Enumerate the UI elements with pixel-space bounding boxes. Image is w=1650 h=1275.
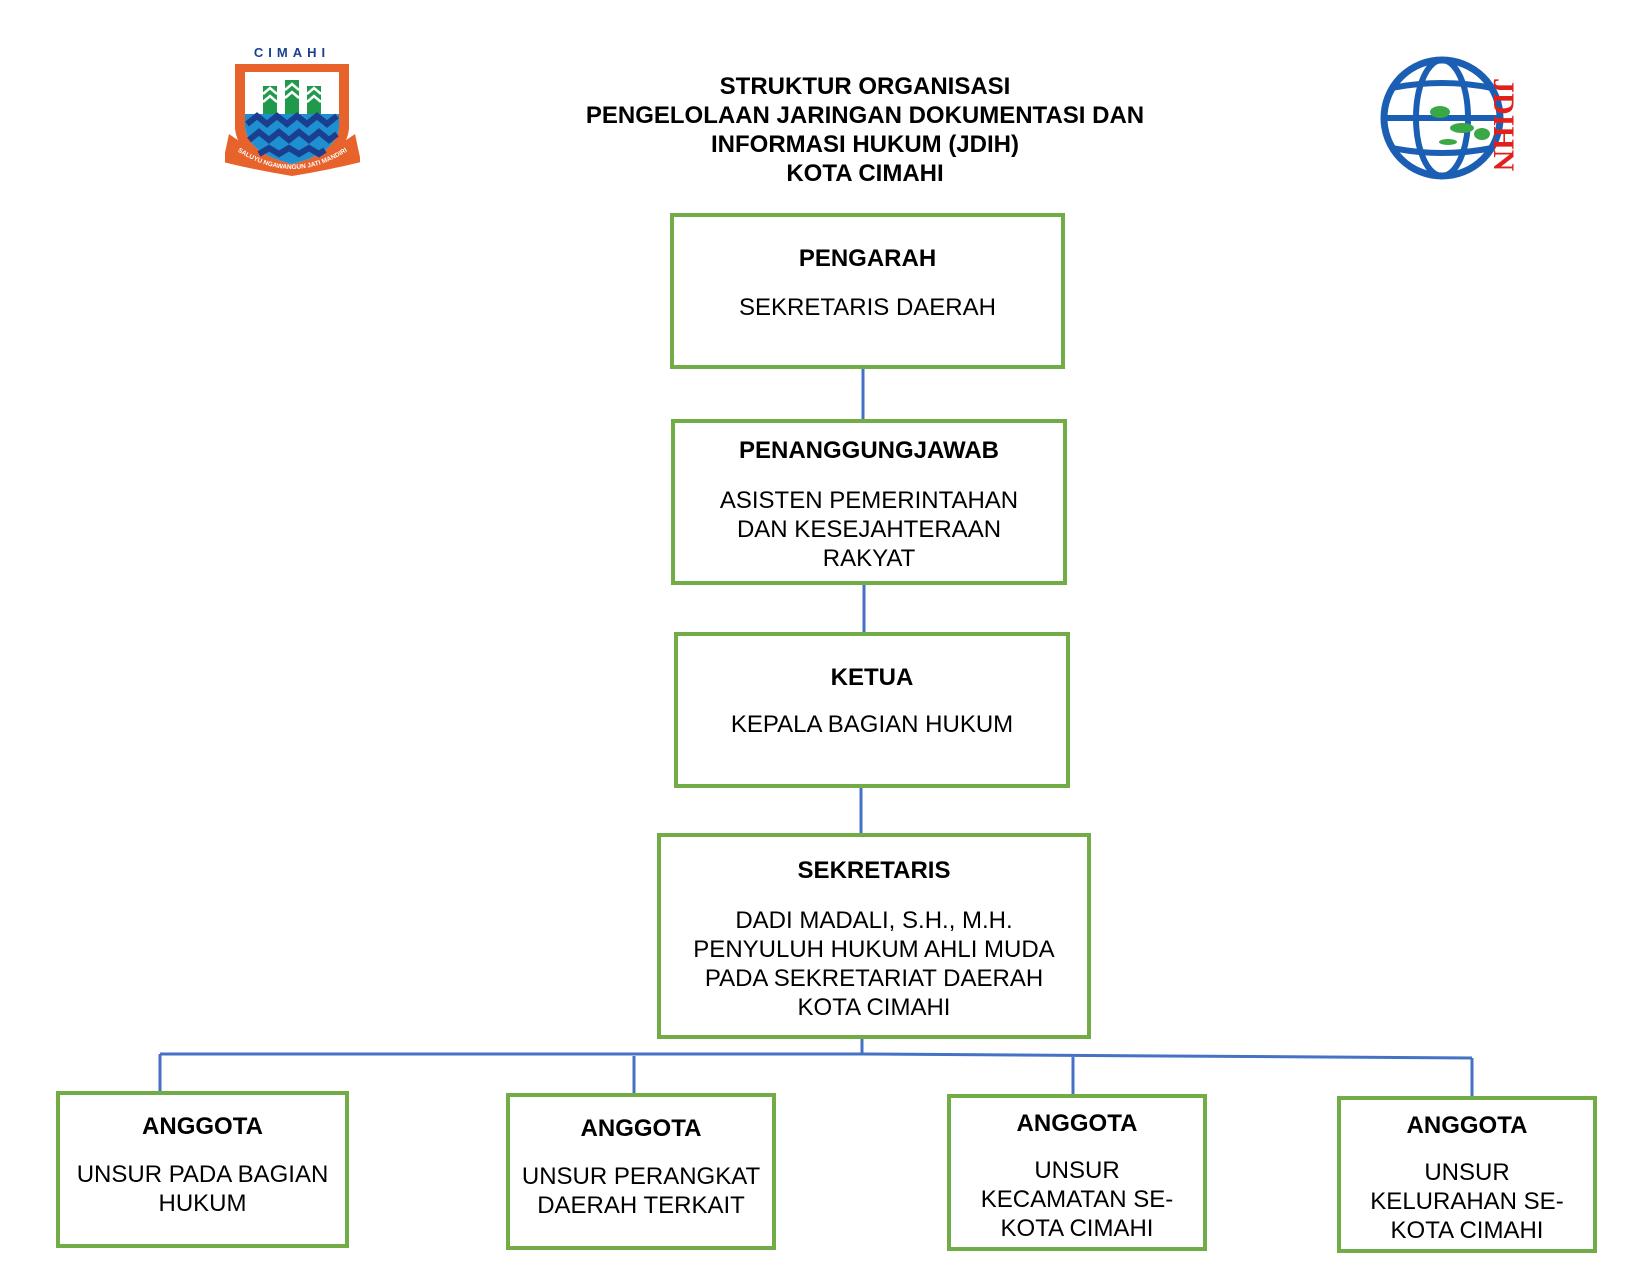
chart-title: STRUKTUR ORGANISASI PENGELOLAAN JARINGAN…: [525, 72, 1205, 188]
cimahi-logo: CIMAHI SALUYU NGAWANGUN JATI MANDIRI: [223, 44, 361, 189]
node-desc: KOTA CIMAHI: [1000, 1215, 1154, 1242]
node-desc: RAKYAT: [822, 545, 916, 572]
node-desc: KELURAHAN SE-: [1370, 1188, 1564, 1215]
node-desc: SEKRETARIS DAERAH: [739, 294, 996, 321]
node-desc: UNSUR PADA BAGIAN: [76, 1161, 329, 1188]
node-desc: PENYULUH HUKUM AHLI MUDA: [693, 936, 1055, 963]
node-role: ANGGOTA: [142, 1113, 263, 1140]
node-role: ANGGOTA: [1016, 1110, 1138, 1137]
node-desc: KECAMATAN SE-: [980, 1186, 1174, 1213]
node-role: KETUA: [830, 664, 914, 691]
connector-bus: [160, 1052, 1473, 1060]
title-line: STRUKTUR ORGANISASI: [719, 73, 1011, 100]
node-anggota-3: ANGGOTA UNSUR KECAMATAN SE- KOTA CIMAHI: [947, 1094, 1207, 1251]
node-role: ANGGOTA: [1406, 1112, 1528, 1139]
node-pengarah: PENGARAH SEKRETARIS DAERAH: [670, 213, 1065, 369]
node-desc: DAN KESEJAHTERAAN: [736, 516, 1002, 543]
node-sekretaris: SEKRETARIS DADI MADALI, S.H., M.H. PENYU…: [657, 833, 1091, 1039]
title-line: PENGELOLAAN JARINGAN DOKUMENTASI DAN: [585, 102, 1145, 129]
node-desc: UNSUR: [1424, 1159, 1510, 1186]
node-role: PENANGGUNGJAWAB: [738, 437, 1000, 464]
node-anggota-1: ANGGOTA UNSUR PADA BAGIAN HUKUM: [56, 1091, 349, 1248]
node-desc: ASISTEN PEMERINTAHAN: [719, 487, 1019, 514]
node-desc: KEPALA BAGIAN HUKUM: [730, 711, 1014, 738]
node-desc: UNSUR: [1034, 1157, 1120, 1184]
node-anggota-2: ANGGOTA UNSUR PERANGKAT DAERAH TERKAIT: [506, 1093, 776, 1250]
jdihn-logo: JDIHN: [1378, 50, 1520, 186]
jdihn-logo-text: JDIHN: [1487, 78, 1514, 172]
node-desc: KOTA CIMAHI: [1390, 1217, 1544, 1244]
title-line: INFORMASI HUKUM (JDIH): [711, 131, 1019, 158]
node-desc: UNSUR PERANGKAT: [521, 1163, 761, 1190]
node-desc: DADI MADALI, S.H., M.H.: [735, 907, 1013, 934]
node-anggota-4: ANGGOTA UNSUR KELURAHAN SE- KOTA CIMAHI: [1337, 1096, 1597, 1253]
node-desc: KOTA CIMAHI: [797, 994, 951, 1021]
node-role: ANGGOTA: [580, 1115, 702, 1142]
node-desc: PADA SEKRETARIAT DAERAH: [704, 965, 1044, 992]
node-penanggungjawab: PENANGGUNGJAWAB ASISTEN PEMERINTAHAN DAN…: [671, 419, 1067, 585]
node-ketua: KETUA KEPALA BAGIAN HUKUM: [674, 632, 1070, 788]
node-desc: HUKUM: [158, 1190, 247, 1217]
node-role: SEKRETARIS: [797, 857, 951, 884]
cimahi-logo-text: CIMAHI: [254, 45, 330, 60]
node-role: PENGARAH: [798, 245, 937, 272]
title-line: KOTA CIMAHI: [786, 160, 944, 187]
node-desc: DAERAH TERKAIT: [537, 1192, 745, 1219]
